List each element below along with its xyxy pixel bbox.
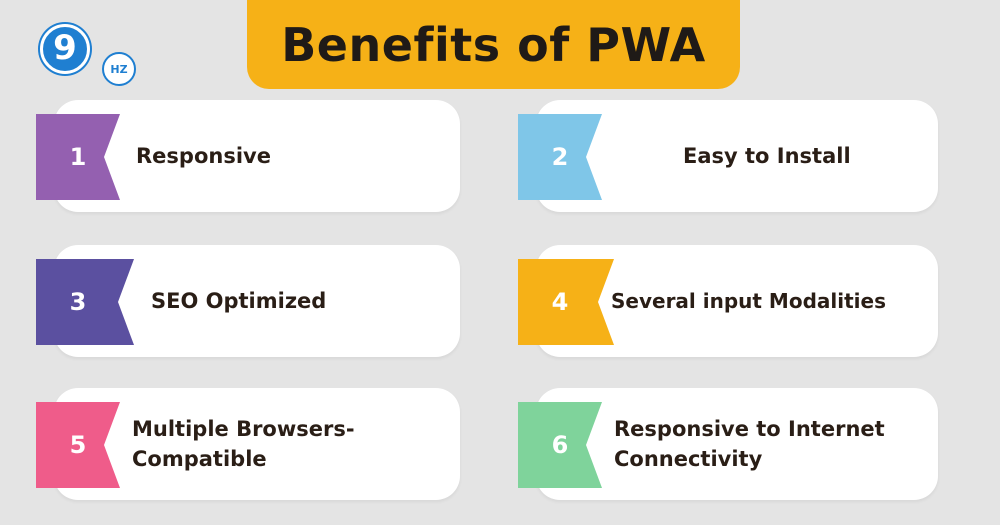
tab-body — [36, 259, 134, 345]
tab-shape — [518, 259, 614, 345]
tab-shape — [36, 402, 120, 488]
benefit-card-4: 4 Several input Modalities — [518, 245, 938, 357]
number-tab-5 — [36, 402, 136, 488]
tab-shape — [518, 114, 602, 200]
benefit-card-2: 2 Easy to Install — [518, 100, 938, 212]
tab-shape — [518, 402, 602, 488]
card-background — [536, 388, 938, 500]
benefit-label-1: Responsive — [136, 144, 271, 168]
card-background — [54, 100, 460, 212]
benefit-card-6: 6 Responsive to Internet Connectivity — [518, 388, 938, 500]
benefit-card-3: 3 SEO Optimized — [36, 245, 460, 357]
number-tab-6 — [518, 402, 618, 488]
tab-shape — [36, 259, 134, 345]
benefit-label-3: SEO Optimized — [151, 289, 327, 313]
tab-body — [36, 402, 120, 488]
benefit-card-1: 1 Responsive — [36, 100, 460, 212]
number-tab-4 — [518, 259, 618, 345]
number-tab-1 — [36, 114, 136, 200]
tab-body — [36, 114, 120, 200]
benefit-card-5: 5 Multiple Browsers-Compatible — [36, 388, 460, 500]
number-label-5: 5 — [69, 431, 87, 459]
tab-shape — [36, 114, 120, 200]
number-label-4: 4 — [551, 288, 569, 316]
tab-body — [518, 402, 602, 488]
benefit-label-6: Responsive to Internet Connectivity — [614, 417, 885, 471]
logo-badge: HZ — [102, 52, 136, 86]
benefit-label-2: Easy to Install — [683, 144, 851, 168]
tab-body — [518, 259, 614, 345]
card-background — [54, 388, 460, 500]
number-label-6: 6 — [551, 431, 569, 459]
number-label-3: 3 — [69, 288, 87, 316]
number-tab-3 — [36, 259, 136, 345]
company-logo: 9 HZ — [40, 24, 140, 86]
tab-body — [518, 114, 602, 200]
logo-badge-text: HZ — [110, 62, 128, 76]
page-title: Benefits of PWA — [281, 17, 706, 72]
logo-mark: 9 — [53, 28, 77, 68]
card-background — [536, 100, 938, 212]
title-banner: Benefits of PWA — [247, 0, 740, 89]
benefit-label-4: Several input Modalities — [611, 289, 886, 313]
number-label-2: 2 — [551, 143, 569, 171]
number-label-1: 1 — [69, 143, 87, 171]
number-tab-2 — [518, 114, 618, 200]
logo-circle: 9 — [40, 24, 90, 74]
benefit-label-5: Multiple Browsers-Compatible — [132, 417, 355, 471]
